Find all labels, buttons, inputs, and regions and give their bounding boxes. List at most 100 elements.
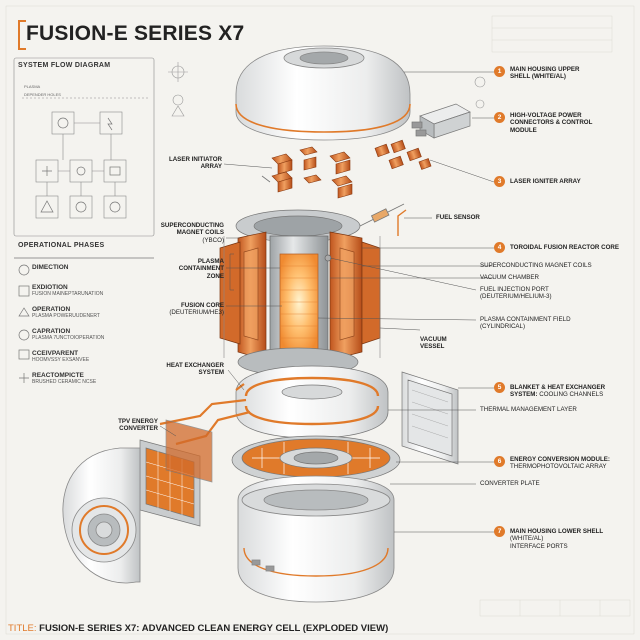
label-magnet-coils: SUPERCONDUCTING MAGNET COILS bbox=[480, 262, 592, 269]
label-line: SUPERCONDUCTING bbox=[160, 222, 224, 229]
label-line: (CYLINDRICAL) bbox=[480, 323, 526, 331]
phase-icons bbox=[14, 257, 154, 383]
phase-desc: PLASMA POWERUUDENERT bbox=[32, 313, 100, 319]
left-leaders bbox=[159, 163, 421, 437]
heat-exchanger-ring bbox=[235, 365, 389, 439]
flow-diagram-title: SYSTEM FLOW DIAGRAM bbox=[18, 62, 111, 69]
callout-sub: (WHITE/AL) bbox=[510, 535, 544, 543]
phase-item: CAPRATION PLASMA 7UNCTOIOPERATION bbox=[32, 328, 172, 341]
phase-desc: PLASMA 7UNCTOIOPERATION bbox=[32, 335, 105, 341]
callout-line: SYSTEM: bbox=[510, 391, 538, 399]
reactor-core bbox=[219, 209, 381, 377]
fuel-sensor bbox=[261, 175, 407, 236]
flow-node-label: DEPENDER HOLES bbox=[24, 92, 61, 97]
label-line: SYSTEM bbox=[198, 369, 224, 377]
laser-igniter-array bbox=[374, 139, 432, 170]
phase-desc: BRUSHED CERAMIC NCSE bbox=[32, 379, 97, 385]
callout-number: 5 bbox=[494, 382, 505, 393]
label-vacuum-vessel: VACUUM VESSEL bbox=[420, 336, 456, 351]
label-thermal-layer: THERMAL MANAGEMENT LAYER bbox=[480, 406, 577, 413]
callout-line: TOROIDAL FUSION REACTOR CORE bbox=[510, 244, 619, 251]
label-plasma-zone: PLASMA CONTAINMENT ZONE bbox=[164, 258, 224, 280]
label-line: (DEUTERIUM/HE3) bbox=[169, 309, 224, 317]
flow-diagram-panel bbox=[13, 57, 155, 237]
vacuum-vessel-outline bbox=[223, 236, 381, 358]
callout-upper-shell: MAIN HOUSING UPPER SHELL (WHITE/AL) bbox=[510, 66, 579, 81]
lower-shell bbox=[237, 475, 395, 603]
label-line: VACUUM bbox=[420, 336, 447, 343]
label-converter-plate: CONVERTER PLATE bbox=[480, 480, 540, 487]
energy-conversion-module bbox=[231, 435, 401, 485]
callout-number: 3 bbox=[494, 176, 505, 187]
callout-sub: INTERFACE PORTS bbox=[510, 542, 568, 550]
label-line: (DEUTERIUM/HELIUM-3) bbox=[480, 293, 552, 301]
footer-title: TITLE: FUSION-E SERIES X7: ADVANCED CLEA… bbox=[8, 623, 388, 634]
callout-laser-igniter: LASER IGNITER ARRAY bbox=[510, 178, 581, 185]
callout-line: BLANKET & HEAT EXCHANGER bbox=[510, 384, 606, 391]
callout-reactor-core: TOROIDAL FUSION REACTOR CORE bbox=[510, 244, 619, 251]
label-superconducting-coils: SUPERCONDUCTING MAGNET COILS (YBCO) bbox=[150, 222, 224, 244]
callout-number: 6 bbox=[494, 456, 505, 467]
label-line: CONVERTER bbox=[119, 425, 158, 433]
callout-line: HIGH-VOLTAGE POWER bbox=[510, 112, 582, 119]
callout-line: MAIN HOUSING UPPER bbox=[510, 66, 580, 73]
phases-title: OPERATIONAL PHASES bbox=[18, 242, 105, 249]
callout-line: MODULE bbox=[510, 126, 537, 134]
callout-number: 2 bbox=[494, 112, 505, 123]
callout-number: 7 bbox=[494, 526, 505, 537]
callout-sub: THERMOPHOTOVOLTAIC ARRAY bbox=[510, 463, 607, 471]
callout-line: CONNECTORS & CONTROL bbox=[510, 119, 593, 127]
heat-exchanger-panel bbox=[401, 371, 459, 465]
label-laser-initiator: LASER INITIATOR ARRAY bbox=[156, 156, 222, 171]
phase-name: EXDIOTION bbox=[32, 284, 68, 291]
phase-item: OPERATION PLASMA POWERUUDENERT bbox=[32, 306, 172, 319]
flow-diagram-icons bbox=[40, 117, 121, 213]
phase-desc: FUSION MAINEPTARUNATION bbox=[32, 291, 104, 297]
label-line: LASER INITIATOR bbox=[168, 156, 222, 163]
callout-energy-conversion: ENERGY CONVERSION MODULE: THERMOPHOTOVOL… bbox=[510, 456, 610, 471]
callout-heat-exchanger: BLANKET & HEAT EXCHANGER SYSTEM: COOLING… bbox=[510, 384, 605, 399]
title-bracket bbox=[18, 20, 26, 50]
phase-name: DIMECTION bbox=[32, 264, 69, 271]
phase-desc: HOOMVSSY EXSANVEE bbox=[32, 357, 90, 363]
phase-name: CCEIVPARENT bbox=[32, 350, 79, 357]
label-heat-exchanger: HEAT EXCHANGER SYSTEM bbox=[156, 362, 224, 377]
label-plasma-field: PLASMA CONTAINMENT FIELD (CYLINDRICAL) bbox=[480, 316, 571, 331]
footer-prefix: TITLE: bbox=[8, 623, 37, 634]
header-crosshair-icons bbox=[168, 62, 486, 117]
label-line: PLASMA bbox=[197, 258, 224, 265]
callout-number: 4 bbox=[494, 242, 505, 253]
page-title: FUSION-E SERIES X7 bbox=[26, 22, 245, 45]
phase-item: CCEIVPARENT HOOMVSSY EXSANVEE bbox=[32, 350, 172, 363]
footer-text: FUSION-E SERIES X7: ADVANCED CLEAN ENERG… bbox=[39, 623, 389, 634]
upper-shell bbox=[235, 45, 411, 141]
label-fuel-port: FUEL INJECTION PORT (DEUTERIUM/HELIUM-3) bbox=[480, 286, 552, 301]
label-line: (YBCO) bbox=[202, 236, 224, 244]
callout-line: MAIN HOUSING LOWER SHELL bbox=[510, 528, 604, 535]
phase-name: REACTOMPICTE bbox=[32, 372, 84, 379]
callout-power-connectors: HIGH-VOLTAGE POWER CONNECTORS & CONTROL … bbox=[510, 112, 592, 134]
callout-line: LASER IGNITER ARRAY bbox=[510, 178, 581, 185]
callout-lower-shell: MAIN HOUSING LOWER SHELL (WHITE/AL) INTE… bbox=[510, 528, 603, 550]
label-vacuum-chamber: VACUUM CHAMBER bbox=[480, 274, 540, 281]
flow-node-label: PLASMA bbox=[24, 84, 41, 89]
detached-side-shell bbox=[62, 447, 141, 584]
callout-sub: COOLING CHANNELS bbox=[539, 391, 604, 399]
laser-initiator-array bbox=[271, 146, 353, 199]
label-line: ARRAY bbox=[200, 163, 222, 171]
callout-leaders bbox=[317, 71, 495, 533]
label-line: MAGNET COILS bbox=[176, 229, 224, 237]
callout-line: ENERGY CONVERSION MODULE: bbox=[510, 456, 610, 463]
label-line: ZONE bbox=[206, 272, 224, 280]
label-line: PLASMA CONTAINMENT FIELD bbox=[480, 316, 571, 323]
label-tpv-converter: TPV ENERGY CONVERTER bbox=[96, 418, 158, 433]
label-fuel-sensor: FUEL SENSOR bbox=[436, 214, 480, 221]
callout-line: SHELL (WHITE/AL) bbox=[510, 73, 566, 81]
power-connectors bbox=[411, 103, 471, 139]
label-line: VESSEL bbox=[420, 343, 445, 351]
phase-item: EXDIOTION FUSION MAINEPTARUNATION bbox=[32, 284, 172, 297]
phase-item: REACTOMPICTE BRUSHED CERAMIC NCSE bbox=[32, 372, 172, 385]
background-grid bbox=[5, 5, 635, 635]
